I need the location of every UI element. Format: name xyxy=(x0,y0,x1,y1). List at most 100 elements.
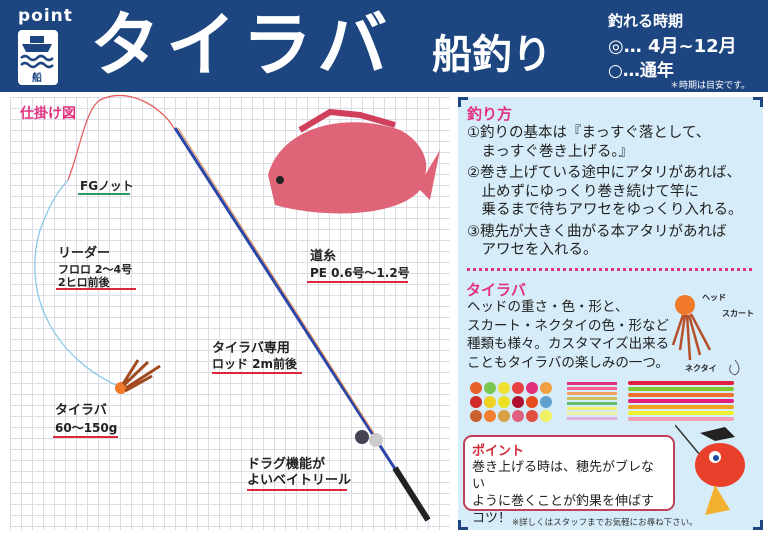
point-logo: point xyxy=(18,6,73,26)
necktie-color-samples xyxy=(628,381,736,421)
point-heading: ポイント xyxy=(472,444,525,459)
color-swatch xyxy=(512,396,524,408)
howto-line: アワセを入れる。 xyxy=(467,242,598,258)
skirt-swatch xyxy=(567,387,617,390)
necktie-swatch xyxy=(628,411,734,415)
point-callout: ポイント 巻き上げる時は、穂先がブレない ように巻くことが釣果を伸ばす コツ！ xyxy=(463,435,675,526)
diagram-heading: 仕掛け図 xyxy=(20,106,76,122)
skirt-swatch xyxy=(567,407,617,410)
rig-illustration xyxy=(34,94,440,522)
rod-title: タイラバ専用 xyxy=(212,341,290,356)
reel-line2: よいベイトリール xyxy=(247,473,352,488)
color-swatch xyxy=(512,382,524,394)
leader-spec: フロロ 2～4号 xyxy=(58,263,133,276)
howto-line: 止めずにゆっくり巻き続けて竿に xyxy=(467,183,699,200)
fg-knot-label: FGノット xyxy=(80,179,134,193)
skirt-swatch xyxy=(567,397,617,400)
section-divider xyxy=(467,268,752,271)
page-title: タイラバ xyxy=(90,4,394,86)
mascot-fish-icon xyxy=(675,424,745,515)
necktie-swatch xyxy=(628,387,734,391)
necktie-swatch xyxy=(628,405,734,409)
page-subtitle: 船釣り xyxy=(432,32,552,78)
mainline-title: 道糸 xyxy=(310,249,337,264)
howto-line: まっすぐ巻き上げる。』 xyxy=(467,143,634,160)
color-swatch xyxy=(498,410,510,422)
leader-line xyxy=(34,179,119,387)
season-all: ○…通年 xyxy=(608,61,674,81)
color-swatch xyxy=(484,382,496,394)
tairaba-description: ヘッドの重さ・色・形と、 スカート・ネクタイの色・形など 種類も様々。カスタマイ… xyxy=(467,298,687,372)
season-title: 釣れる時期 xyxy=(608,12,684,30)
corner-mark xyxy=(458,97,468,107)
lure-title: タイラバ xyxy=(55,403,107,418)
skirt-swatch xyxy=(567,412,617,415)
rod-spec: ロッド 2m前後 xyxy=(212,357,298,371)
point-line: 巻き上げる時は、穂先がブレない xyxy=(472,460,655,492)
skirt-swatch xyxy=(567,402,617,405)
tairaba-line: スカート・ネクタイの色・形など xyxy=(467,317,669,334)
leader-underline xyxy=(56,288,136,290)
color-swatch xyxy=(526,396,538,408)
header-banner xyxy=(0,0,768,92)
tairaba-lure-icon xyxy=(115,359,161,394)
color-swatch xyxy=(470,396,482,408)
color-swatch xyxy=(512,410,524,422)
point-line: ように巻くことが釣果を伸ばす xyxy=(472,494,655,509)
color-swatch xyxy=(526,410,538,422)
season-best: ◎… 4月~12月 xyxy=(608,36,737,57)
mainline-spec: PE 0.6号～1.2号 xyxy=(310,266,410,280)
lure-underline xyxy=(53,436,118,438)
skirt-swatch xyxy=(567,382,617,385)
howto-heading: 釣り方 xyxy=(467,105,513,123)
howto-line: ②巻き上げている途中にアタリがあれば、 xyxy=(467,165,741,181)
skirt-swatch xyxy=(567,417,617,420)
main-line xyxy=(67,94,176,181)
tairaba-heading: タイラバ xyxy=(466,281,526,299)
lure-spec: 60～150g xyxy=(55,421,118,435)
color-swatch xyxy=(540,382,552,394)
head-color-samples xyxy=(470,382,560,422)
color-swatch xyxy=(470,410,482,422)
color-swatch xyxy=(484,410,496,422)
rod-underline xyxy=(212,372,302,374)
color-swatch xyxy=(540,396,552,408)
part-head-label: ヘッド xyxy=(702,293,726,302)
reel-icon xyxy=(355,430,369,444)
red-snapper-illustration xyxy=(268,108,440,214)
leader-title: リーダー xyxy=(58,246,111,261)
part-skirt-label: スカート xyxy=(722,309,754,318)
reel-underline xyxy=(247,489,347,491)
part-necktie-label: ネクタイ xyxy=(685,364,717,373)
necktie-swatch xyxy=(628,393,734,397)
necktie-swatch xyxy=(628,381,734,385)
mainline-underline xyxy=(307,281,408,283)
color-swatch xyxy=(540,410,552,422)
footnote: ※詳しくはスタッフまでお気軽にお尋ね下さい。 xyxy=(512,518,698,528)
corner-mark xyxy=(753,97,763,107)
tairaba-line: 種類も様々。カスタマイズ出来る xyxy=(467,336,670,352)
point-line: コツ！ xyxy=(472,511,512,526)
howto-line: ①釣りの基本は『まっすぐ落として、 xyxy=(467,125,711,141)
boat-label: 船 xyxy=(32,73,42,84)
skirt-color-samples xyxy=(567,382,619,422)
rod-icon xyxy=(173,127,430,521)
reel-line1: ドラグ機能が xyxy=(247,457,326,472)
fg-knot-underline xyxy=(78,193,130,195)
season-note: ＊時期は目安です。 xyxy=(670,81,751,91)
skirt-swatch xyxy=(567,392,617,395)
color-swatch xyxy=(498,396,510,408)
corner-mark xyxy=(458,520,468,530)
tairaba-parts-illustration xyxy=(671,295,740,376)
color-swatch xyxy=(526,382,538,394)
color-swatch xyxy=(484,396,496,408)
leader-length: 2ヒロ前後 xyxy=(58,276,110,289)
tairaba-line: ヘッドの重さ・色・形と、 xyxy=(467,299,629,315)
tairaba-line: こともタイラバの楽しみの一つ。 xyxy=(467,354,669,371)
howto-line: 乗るまで待ちアワセをゆっくり入れる。 xyxy=(467,202,743,218)
color-swatch xyxy=(470,382,482,394)
howto-line: ③穂先が大きく曲がる本アタリがあれば xyxy=(467,223,727,240)
boat-icon: 船 xyxy=(18,30,58,85)
necktie-swatch xyxy=(628,399,734,403)
corner-mark xyxy=(753,520,763,530)
